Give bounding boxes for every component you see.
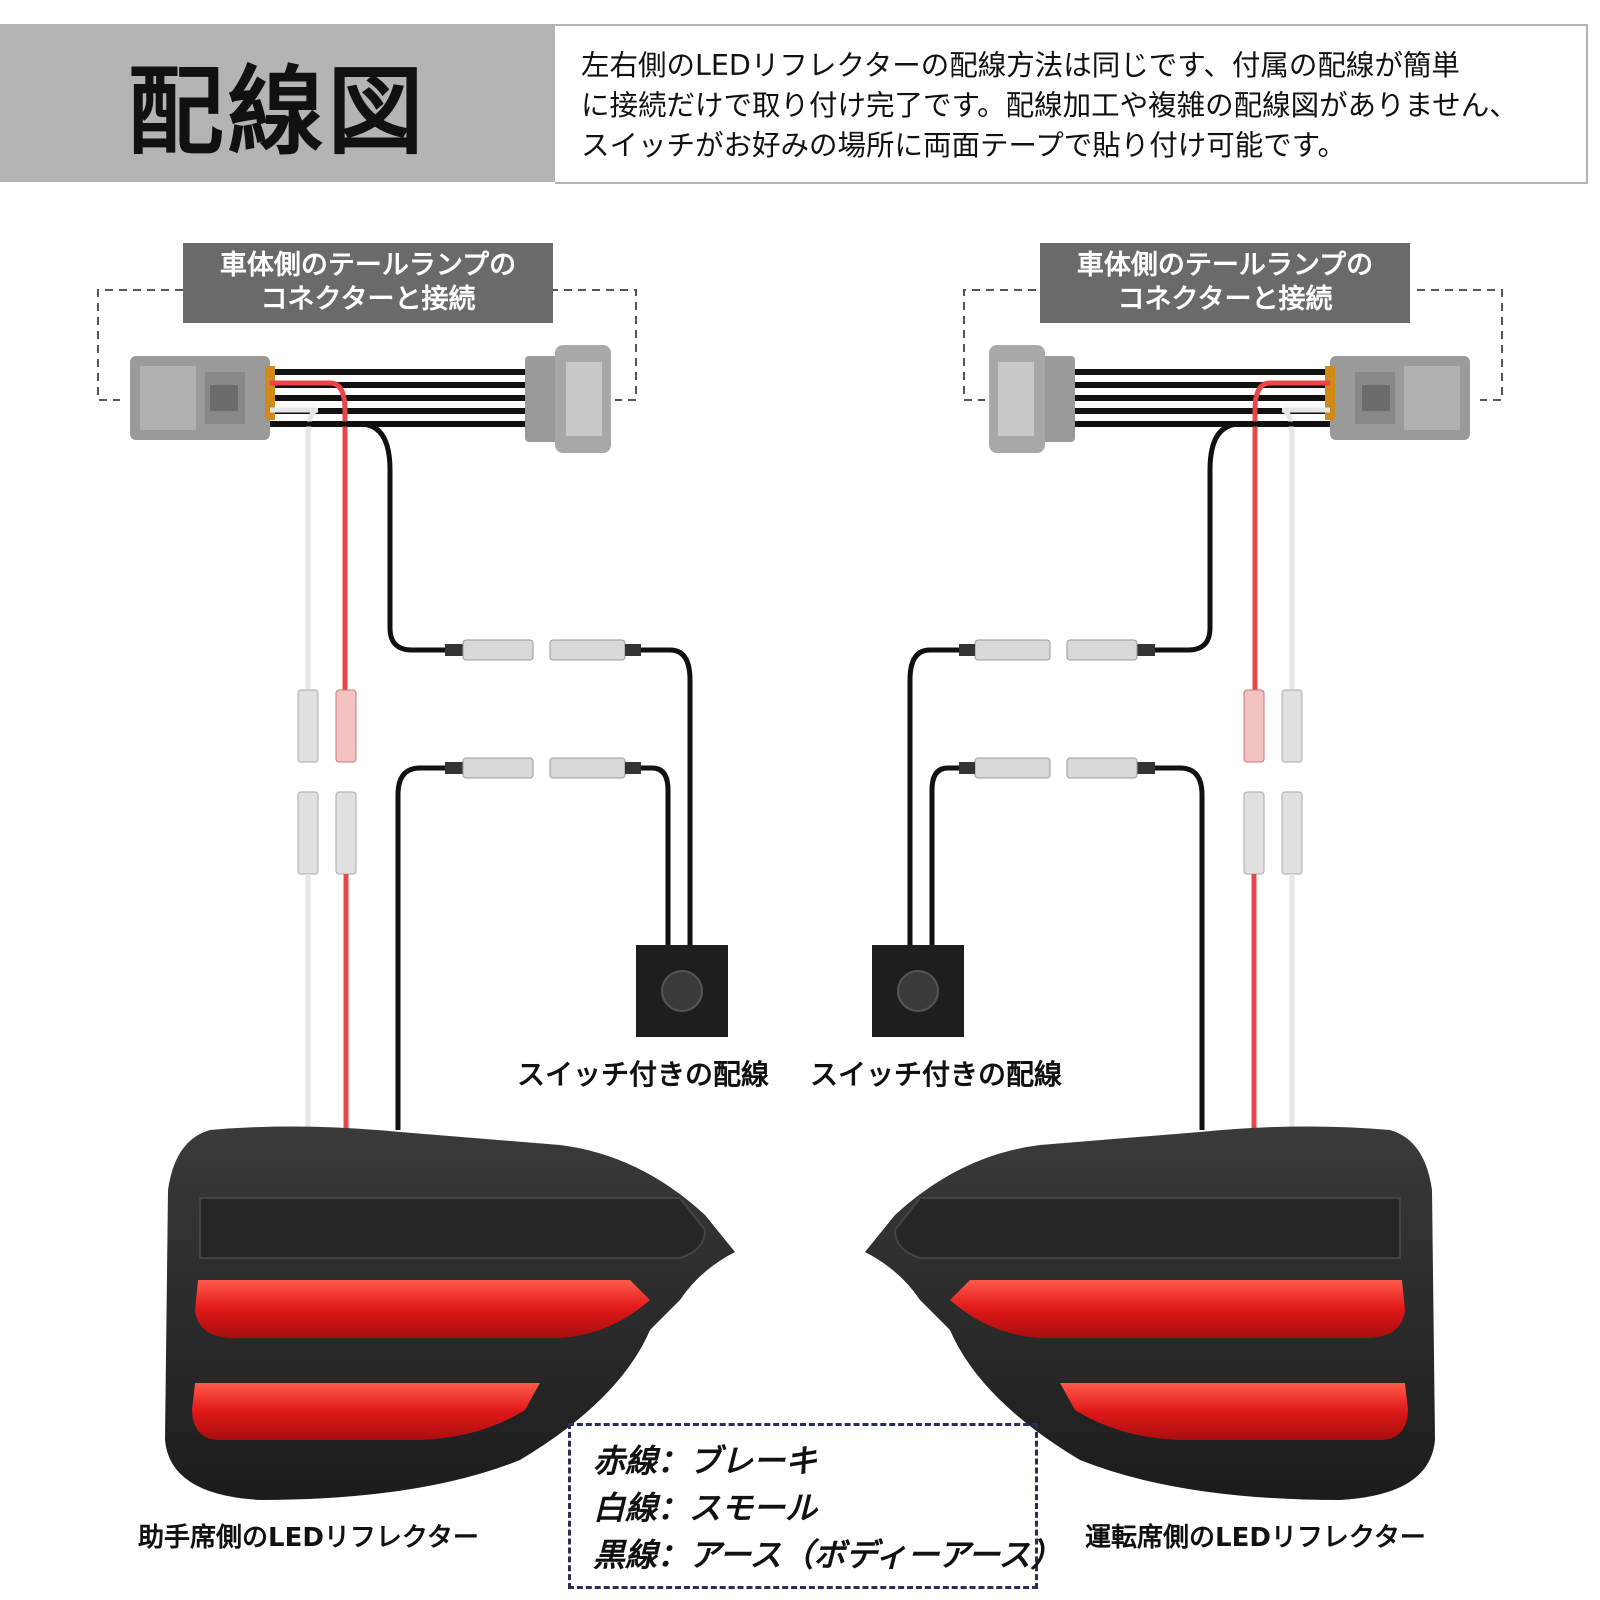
- left-assembly: [97, 289, 735, 1500]
- header-description-box: 左右側のLEDリフレクターの配線方法は同じです、付属の配線が簡単 に接続だけで取…: [555, 24, 1588, 184]
- left-vertical-terminals: [297, 689, 357, 875]
- description-line-2: に接続だけで取り付け完了です。配線加工や複雑の配線図がありません、: [581, 89, 1518, 122]
- right-reflector: [865, 1126, 1435, 1500]
- right-connector-label-line2: コネクターと接続: [1117, 284, 1333, 315]
- right-connector-label-line1: 車体側のテールランプの: [1076, 250, 1374, 281]
- right-white-wire: [1281, 407, 1330, 690]
- legend-black-wire: 黒線：アース（ボディーアース）: [593, 1536, 1063, 1574]
- left-terminal-pair-2: [445, 757, 641, 779]
- wire-color-legend: 赤線：ブレーキ 白線：スモール 黒線：アース（ボディーアース）: [568, 1423, 1063, 1589]
- legend-red-wire: 赤線：ブレーキ: [593, 1442, 818, 1480]
- left-dashed-bracket: [97, 289, 637, 401]
- left-female-connector: [525, 345, 611, 453]
- right-female-connector: [989, 345, 1075, 453]
- left-switch-label: スイッチ付きの配線: [517, 1058, 770, 1091]
- header-description: 左右側のLEDリフレクターの配線方法は同じです、付属の配線が簡単 に接続だけで取…: [581, 46, 1571, 166]
- right-connector-label: 車体側のテールランプの コネクターと接続: [1040, 243, 1410, 323]
- left-white-wire: [270, 407, 319, 690]
- left-terminal-pair-1: [445, 639, 641, 661]
- right-terminal-pair-2: [959, 757, 1155, 779]
- left-male-connector: [130, 356, 275, 440]
- left-switch-wire-2: [641, 765, 671, 945]
- left-connector-label-line2: コネクターと接続: [260, 284, 476, 315]
- right-harness-wires: [1075, 369, 1330, 427]
- right-switch-wire-2: [929, 765, 959, 945]
- left-harness-wires: [270, 369, 525, 427]
- right-black-wire-lower: [1155, 765, 1205, 1130]
- right-dashed-bracket: [963, 289, 1503, 401]
- left-reflector-label: 助手席側のLEDリフレクター: [138, 1523, 479, 1553]
- left-connector-label-line1: 車体側のテールランプの: [219, 250, 517, 281]
- right-switch-label: スイッチ付きの配線: [810, 1058, 1063, 1091]
- header-title-box: 配線図: [0, 24, 555, 182]
- right-reflector-label: 運転席側のLEDリフレクター: [1085, 1523, 1426, 1553]
- right-switch-box: [872, 945, 964, 1037]
- right-assembly: [865, 289, 1503, 1500]
- right-black-wire: [1155, 421, 1330, 653]
- right-vertical-terminals: [1243, 689, 1303, 875]
- left-switch-wire-1: [641, 647, 693, 945]
- right-red-wire: [1252, 380, 1330, 690]
- left-connector-label: 車体側のテールランプの コネクターと接続: [183, 243, 553, 323]
- left-red-wire: [270, 380, 348, 690]
- left-black-wire: [270, 421, 445, 653]
- page-title: 配線図: [127, 55, 428, 168]
- left-reflector: [165, 1126, 735, 1500]
- right-male-connector: [1325, 356, 1470, 440]
- description-line-1: 左右側のLEDリフレクターの配線方法は同じです、付属の配線が簡単: [581, 49, 1460, 82]
- description-line-3: スイッチがお好みの場所に両面テープで貼り付け可能です。: [581, 129, 1346, 162]
- left-black-wire-lower: [395, 765, 445, 1130]
- right-switch-wire-1: [907, 647, 959, 945]
- legend-white-wire: 白線：スモール: [593, 1489, 818, 1527]
- right-terminal-pair-1: [959, 639, 1155, 661]
- left-switch-box: [636, 945, 728, 1037]
